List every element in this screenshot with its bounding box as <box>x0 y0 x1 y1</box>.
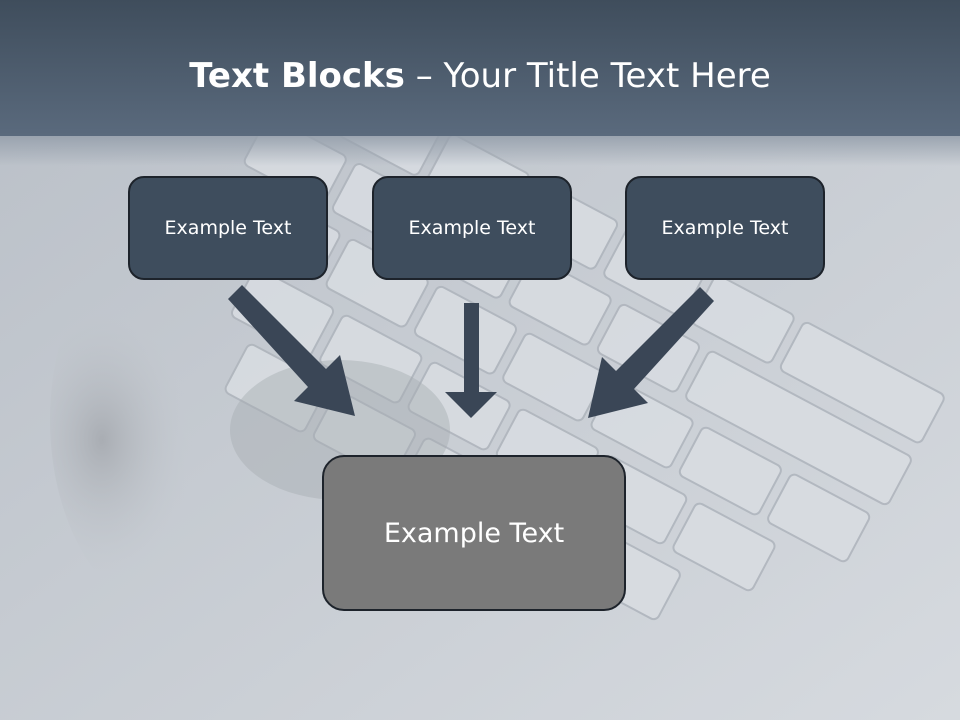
text-block-right-label: Example Text <box>661 217 789 239</box>
text-block-center-label: Example Text <box>408 217 536 239</box>
title-bar <box>0 0 960 136</box>
text-block-bottom-label: Example Text <box>383 517 565 549</box>
title-bar-shadow <box>0 136 960 166</box>
text-block-right[interactable]: Example Text <box>625 176 825 280</box>
title-rest-text: – Your Title Text Here <box>404 56 771 96</box>
text-block-left[interactable]: Example Text <box>128 176 328 280</box>
title-bold-text: Text Blocks <box>189 56 405 96</box>
text-block-bottom[interactable]: Example Text <box>322 455 626 611</box>
text-block-left-label: Example Text <box>164 217 292 239</box>
text-block-center[interactable]: Example Text <box>372 176 572 280</box>
slide-title: Text Blocks – Your Title Text Here <box>0 54 960 98</box>
